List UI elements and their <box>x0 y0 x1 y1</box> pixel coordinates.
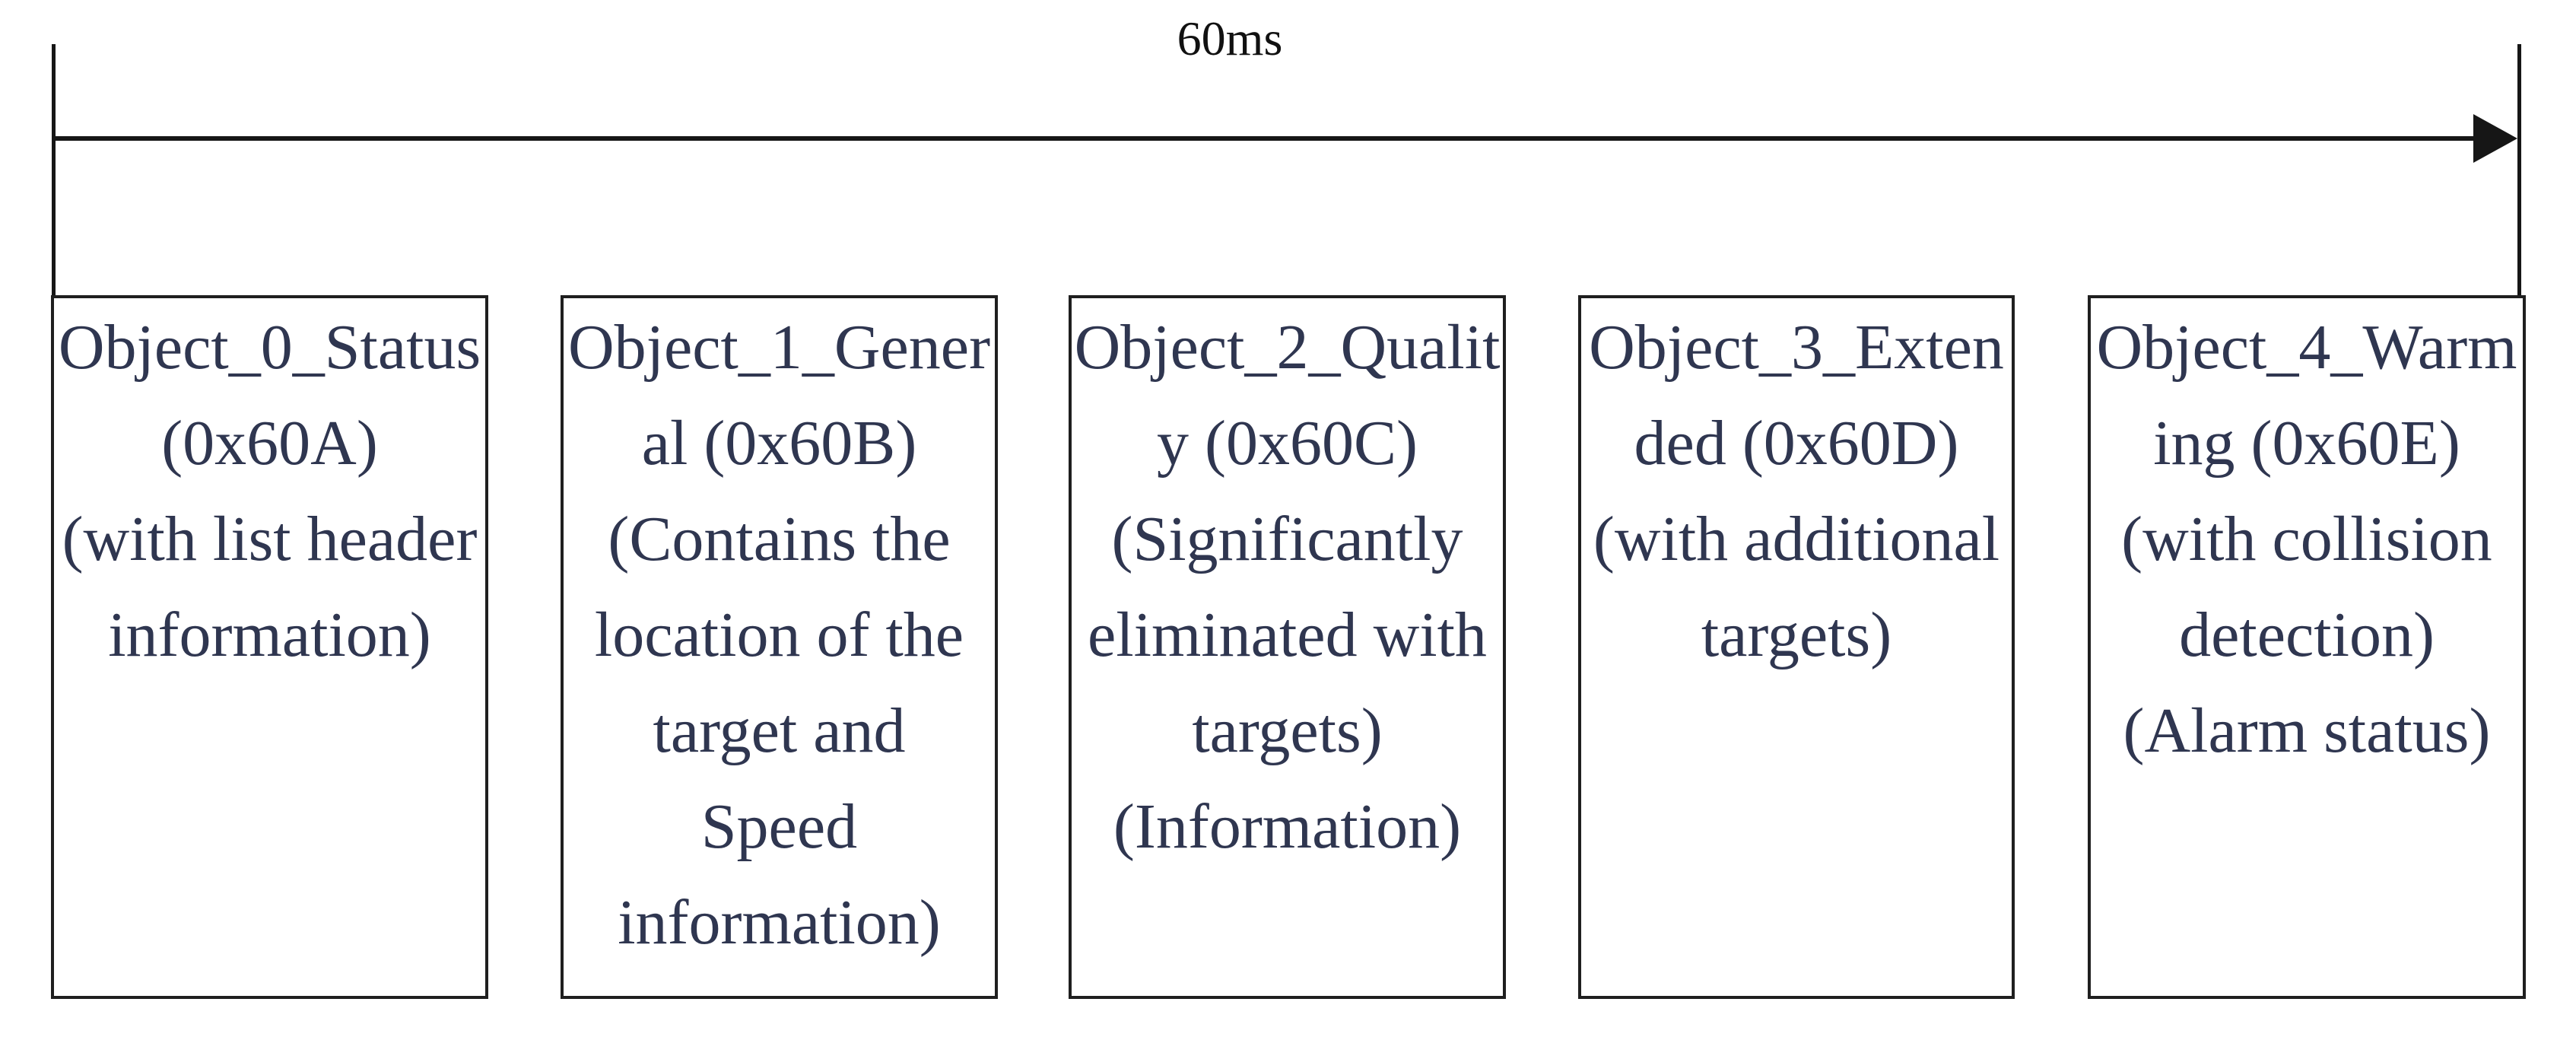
object-box-line: Speed <box>700 791 858 862</box>
object-box-line: targets) <box>1192 695 1383 766</box>
object-box-line: information) <box>618 887 941 958</box>
object-box-line: Object_4_Warm <box>2096 312 2517 383</box>
object-box-line: Object_2_Qualit <box>1074 312 1501 383</box>
object-box-line: targets) <box>1701 600 1892 670</box>
object-box-line: (Alarm status) <box>2123 695 2491 766</box>
timeline-start-tick <box>52 44 56 297</box>
object-box-line: information) <box>108 600 431 670</box>
object-box-line: y (0x60C) <box>1157 408 1418 479</box>
object-box-line: ing (0x60E) <box>2153 408 2460 479</box>
object-box-line: eliminated with <box>1088 600 1487 670</box>
object-box-line: Object_0_Status <box>58 312 481 383</box>
timeline-arrow-shaft <box>53 136 2478 141</box>
object-box-line: target and <box>653 695 906 766</box>
timeline-end-tick <box>2517 44 2521 295</box>
object-box-line: (with list header <box>62 504 478 574</box>
object-box-line: (Significantly <box>1111 504 1463 574</box>
object-box-line: (Information) <box>1113 791 1462 862</box>
object-box-line: al (0x60B) <box>641 408 917 479</box>
object-box-line: detection) <box>2179 600 2435 670</box>
object-box-line: ded (0x60D) <box>1634 408 1959 479</box>
object-box-line: Object_1_Gener <box>567 312 991 383</box>
object-box-0: Object_0_Status (0x60A) (with list header i… <box>51 295 488 999</box>
object-box-line: (with additional <box>1593 504 2000 574</box>
object-box-line: location of the <box>594 600 964 670</box>
object-box-line: (0x60A) <box>161 408 378 479</box>
interval-label: 60ms <box>1177 11 1283 65</box>
object-box-line: (Contains the <box>608 504 951 574</box>
object-box-line: Object_3_Exten <box>1589 312 2004 383</box>
object-box-line: (with collision <box>2121 504 2492 574</box>
arrow-right-icon <box>2473 114 2517 163</box>
